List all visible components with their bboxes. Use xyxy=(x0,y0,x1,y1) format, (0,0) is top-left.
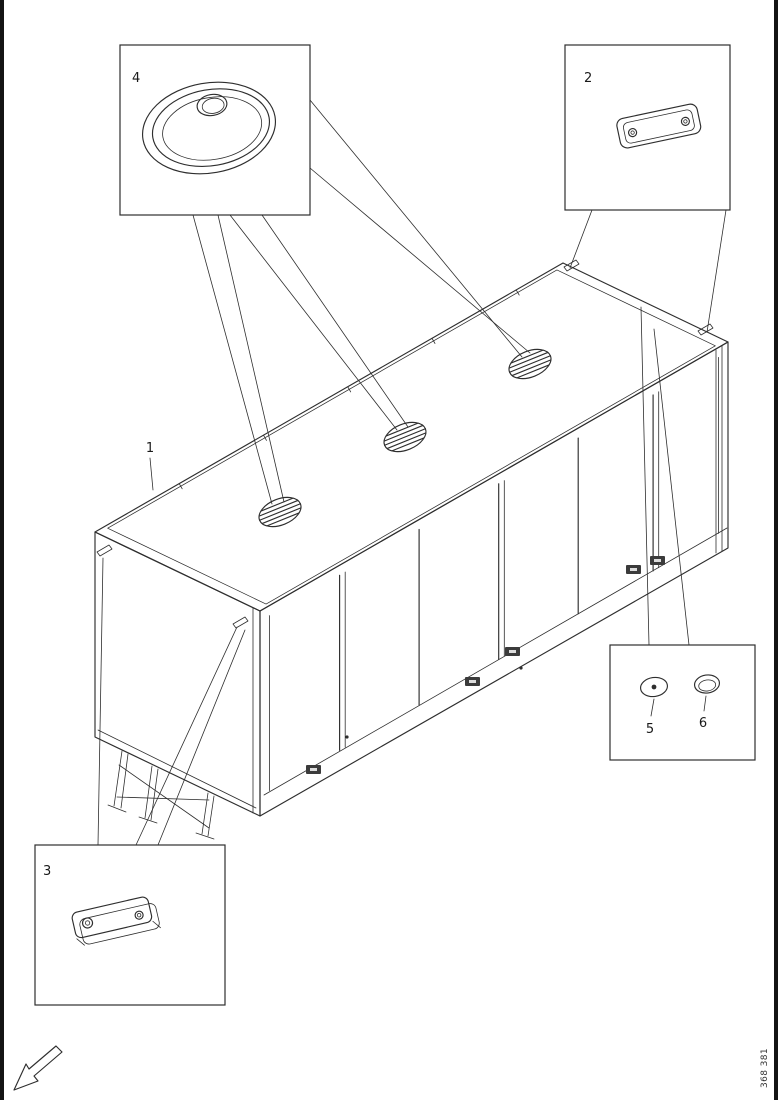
roof-cover-2 xyxy=(383,421,427,453)
callout-box-3: 3 xyxy=(34,844,226,1006)
part-label-3: 3 xyxy=(43,864,51,879)
part-label-1: 1 xyxy=(146,441,154,456)
container-top-rim xyxy=(107,269,716,605)
callout-box-4: 4 xyxy=(119,44,311,216)
mount-plate-marks xyxy=(96,259,714,629)
roof-covers xyxy=(258,348,552,528)
lock-dot xyxy=(519,666,523,670)
right-edge-bar xyxy=(774,0,778,1100)
callout-box-2: 2 xyxy=(564,44,731,211)
part-label-2: 2 xyxy=(584,71,592,86)
container-left-face xyxy=(94,531,261,817)
leader-lines xyxy=(97,99,727,846)
figure-number: 368 381 xyxy=(760,1048,770,1088)
callout-box-5-6: 5 6 xyxy=(609,644,756,761)
plug-detail-6 xyxy=(693,674,721,712)
container-drawing xyxy=(94,259,729,840)
view-direction-arrow-icon xyxy=(13,1045,63,1091)
part-label-6: 6 xyxy=(699,716,707,731)
support-legs xyxy=(107,750,215,840)
part-callout-1: 1 xyxy=(146,441,154,491)
round-cover-detail xyxy=(141,81,277,175)
roof-cover-1 xyxy=(258,496,302,528)
door-handles xyxy=(306,556,665,774)
small-filler-cap xyxy=(196,93,228,117)
rail-ticks xyxy=(178,289,520,490)
mounting-plate-detail-2 xyxy=(616,103,702,149)
part-label-4: 4 xyxy=(132,71,140,86)
container-front-face xyxy=(259,341,729,817)
lock-dot xyxy=(345,735,349,739)
plug-detail-5 xyxy=(639,676,669,717)
mounting-plate-detail-3 xyxy=(71,896,161,946)
roof-cover-3 xyxy=(508,348,552,380)
part-label-5: 5 xyxy=(646,722,654,737)
container-top-face xyxy=(94,262,729,612)
left-edge-bar xyxy=(0,0,4,1100)
door-panel-lines xyxy=(268,356,719,791)
